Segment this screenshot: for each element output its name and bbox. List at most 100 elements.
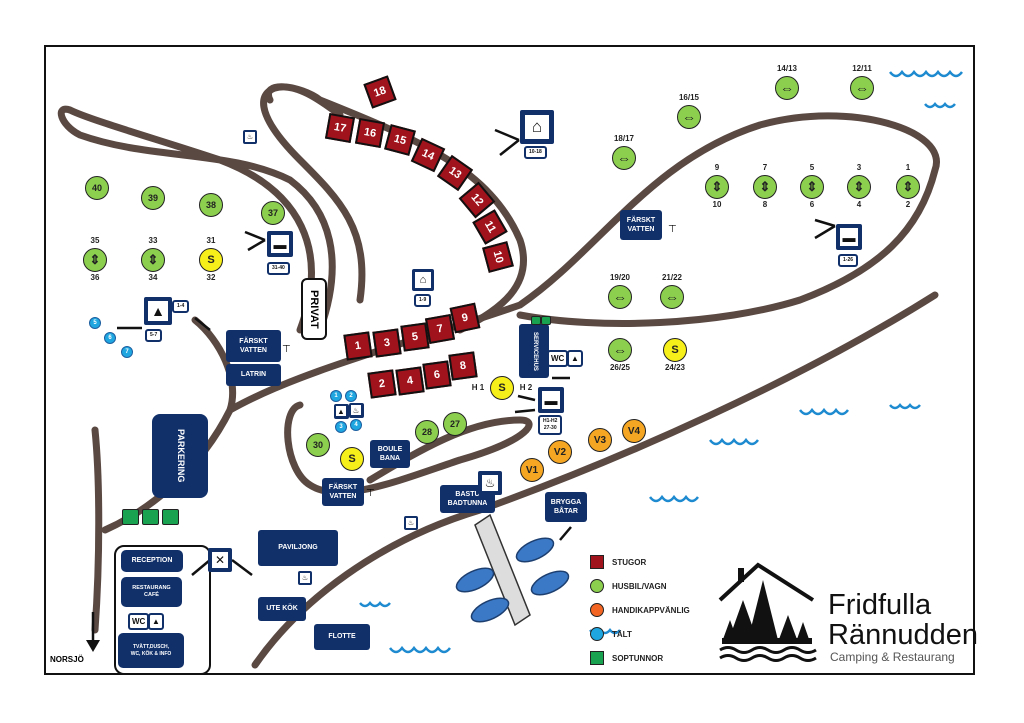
s-site[interactable]: S	[199, 248, 223, 272]
cabin-2[interactable]: 2	[367, 369, 397, 399]
legend-swatch	[590, 651, 604, 665]
tent-site-2[interactable]: 2	[345, 390, 357, 402]
accessible-site-V4[interactable]: V4	[622, 419, 646, 443]
fresh-water-box-left[interactable]: FÄRSKT VATTEN	[226, 330, 281, 362]
site-number: 16/15	[678, 93, 700, 102]
caravan-icon-glyph: ▬	[839, 227, 859, 247]
cabin-3[interactable]: 3	[372, 328, 402, 358]
fire-icon-glyph: ♨	[245, 132, 255, 142]
faucet-icon: ⊤	[668, 224, 677, 235]
fire-icon: ♨	[298, 571, 312, 585]
husbil-site-33-34[interactable]: ⇕	[141, 248, 165, 272]
garbage-bin	[162, 509, 179, 525]
husbil-site-30[interactable]: 30	[306, 433, 330, 457]
husbil-site-38[interactable]: 38	[199, 193, 223, 217]
caravan-icon-glyph: ▬	[270, 234, 290, 254]
husbil-site-26-25[interactable]: ⇔	[608, 338, 632, 362]
husbil-site-7-8[interactable]: ⇕	[753, 175, 777, 199]
accessible-site-V2[interactable]: V2	[548, 440, 572, 464]
tent-icon-glyph: ▲	[148, 301, 168, 321]
site-number: 8	[762, 200, 768, 209]
flotte-box[interactable]: FLOTTE	[314, 624, 370, 650]
accessible-site-V1[interactable]: V1	[520, 458, 544, 482]
tent-site-6[interactable]: 6	[104, 332, 116, 344]
cabin-8[interactable]: 8	[448, 351, 478, 381]
site-number: 34	[148, 273, 158, 282]
logo-image	[718, 560, 818, 665]
husbil-site-5-6[interactable]: ⇕	[800, 175, 824, 199]
husbil-site-27[interactable]: 27	[443, 412, 467, 436]
brygga-box[interactable]: BRYGGA BÅTAR	[545, 492, 587, 522]
site-number: 21/22	[661, 273, 683, 282]
site-number: 26/25	[609, 363, 631, 372]
legend-item: STUGOR	[590, 555, 646, 569]
tent-site-7[interactable]: 7	[121, 346, 133, 358]
site-number: 31	[206, 236, 216, 245]
husbil-site-28[interactable]: 28	[415, 420, 439, 444]
site-number: 36	[90, 273, 100, 282]
s-site[interactable]: S	[340, 447, 364, 471]
restaurang-box[interactable]: RESTAURANG CAFÉ	[121, 577, 182, 607]
servicehus-box[interactable]: SERVICEHUS	[519, 324, 549, 378]
tent-site-3[interactable]: 3	[335, 421, 347, 433]
privat-box: PRIVAT	[301, 278, 327, 340]
caravan-icon: ▬	[267, 231, 293, 257]
caravan-icon: ▬	[836, 224, 862, 250]
husbil-site-14-13[interactable]: ⇔	[775, 76, 799, 100]
husbil-site-40[interactable]: 40	[85, 176, 109, 200]
husbil-site-39[interactable]: 39	[141, 186, 165, 210]
cabin-7[interactable]: 7	[424, 313, 456, 345]
s-site[interactable]: S	[663, 338, 687, 362]
cabin-6[interactable]: 6	[422, 360, 452, 390]
husbil-site-1-2[interactable]: ⇕	[896, 175, 920, 199]
map-frame	[44, 45, 975, 675]
husbil-site-3-4[interactable]: ⇕	[847, 175, 871, 199]
husbil-site-35-36[interactable]: ⇕	[83, 248, 107, 272]
cabin-1[interactable]: 1	[343, 331, 373, 361]
site-number: 12/11	[852, 64, 872, 73]
tent-site-5[interactable]: 5	[89, 317, 101, 329]
husbil-site-9-10[interactable]: ⇕	[705, 175, 729, 199]
husbil-site-19-20[interactable]: ⇔	[608, 285, 632, 309]
fire-icon-glyph: ♨	[406, 518, 416, 528]
tent-site-1[interactable]: 1	[330, 390, 342, 402]
legend-label: SOPTUNNOR	[612, 653, 664, 663]
tvatt-box[interactable]: TVÄTT,DUSCH, WC, KÖK & INFO	[118, 633, 184, 668]
cabin-4[interactable]: 4	[395, 366, 425, 396]
husbil-site-12-11[interactable]: ⇔	[850, 76, 874, 100]
caravan-icon-glyph: ▬	[541, 390, 561, 410]
accessible-site-V3[interactable]: V3	[588, 428, 612, 452]
fire-icon-glyph: ♨	[300, 573, 310, 583]
fresh-water-box-center[interactable]: FÄRSKT VATTEN	[322, 478, 364, 506]
legend-swatch	[590, 555, 604, 569]
latrin-box[interactable]: LATRIN	[226, 364, 281, 386]
s-site[interactable]: S	[490, 376, 514, 400]
cabin-17[interactable]: 17	[324, 112, 356, 144]
pier	[455, 513, 570, 627]
husbil-site-21-22[interactable]: ⇔	[660, 285, 684, 309]
wc-sign: WC	[128, 613, 150, 631]
cabin-group-icon-glyph: ⌂	[415, 272, 431, 288]
reception-box[interactable]: RECEPTION	[121, 550, 183, 572]
legend-swatch	[590, 603, 604, 617]
tent-site-4[interactable]: 4	[350, 419, 362, 431]
fresh-water-box-right[interactable]: FÄRSKT VATTEN	[620, 210, 662, 240]
paviljong-box[interactable]: PAVILJONG	[258, 530, 338, 566]
arrows	[91, 128, 836, 645]
tent-range-tag: 1-4	[172, 300, 190, 313]
cabin-5[interactable]: 5	[400, 322, 430, 352]
parkering-box[interactable]: PARKERING	[152, 414, 208, 498]
cabin-16[interactable]: 16	[354, 117, 386, 149]
site-number: 2	[905, 200, 911, 209]
garbage-bin	[531, 316, 541, 325]
boule-box[interactable]: BOULE BANA	[370, 440, 410, 468]
husbil-site-16-15[interactable]: ⇔	[677, 105, 701, 129]
site-number: 4	[856, 200, 862, 209]
fire-icon-glyph: ♨	[350, 404, 362, 416]
faucet-icon: ⊤	[282, 344, 291, 355]
ute-kok-box[interactable]: UTE KÖK	[258, 597, 306, 621]
site-number: 19/20	[609, 273, 631, 282]
husbil-site-18-17[interactable]: ⇔	[612, 146, 636, 170]
cabin-9[interactable]: 9	[449, 302, 481, 334]
husbil-site-37[interactable]: 37	[261, 201, 285, 225]
